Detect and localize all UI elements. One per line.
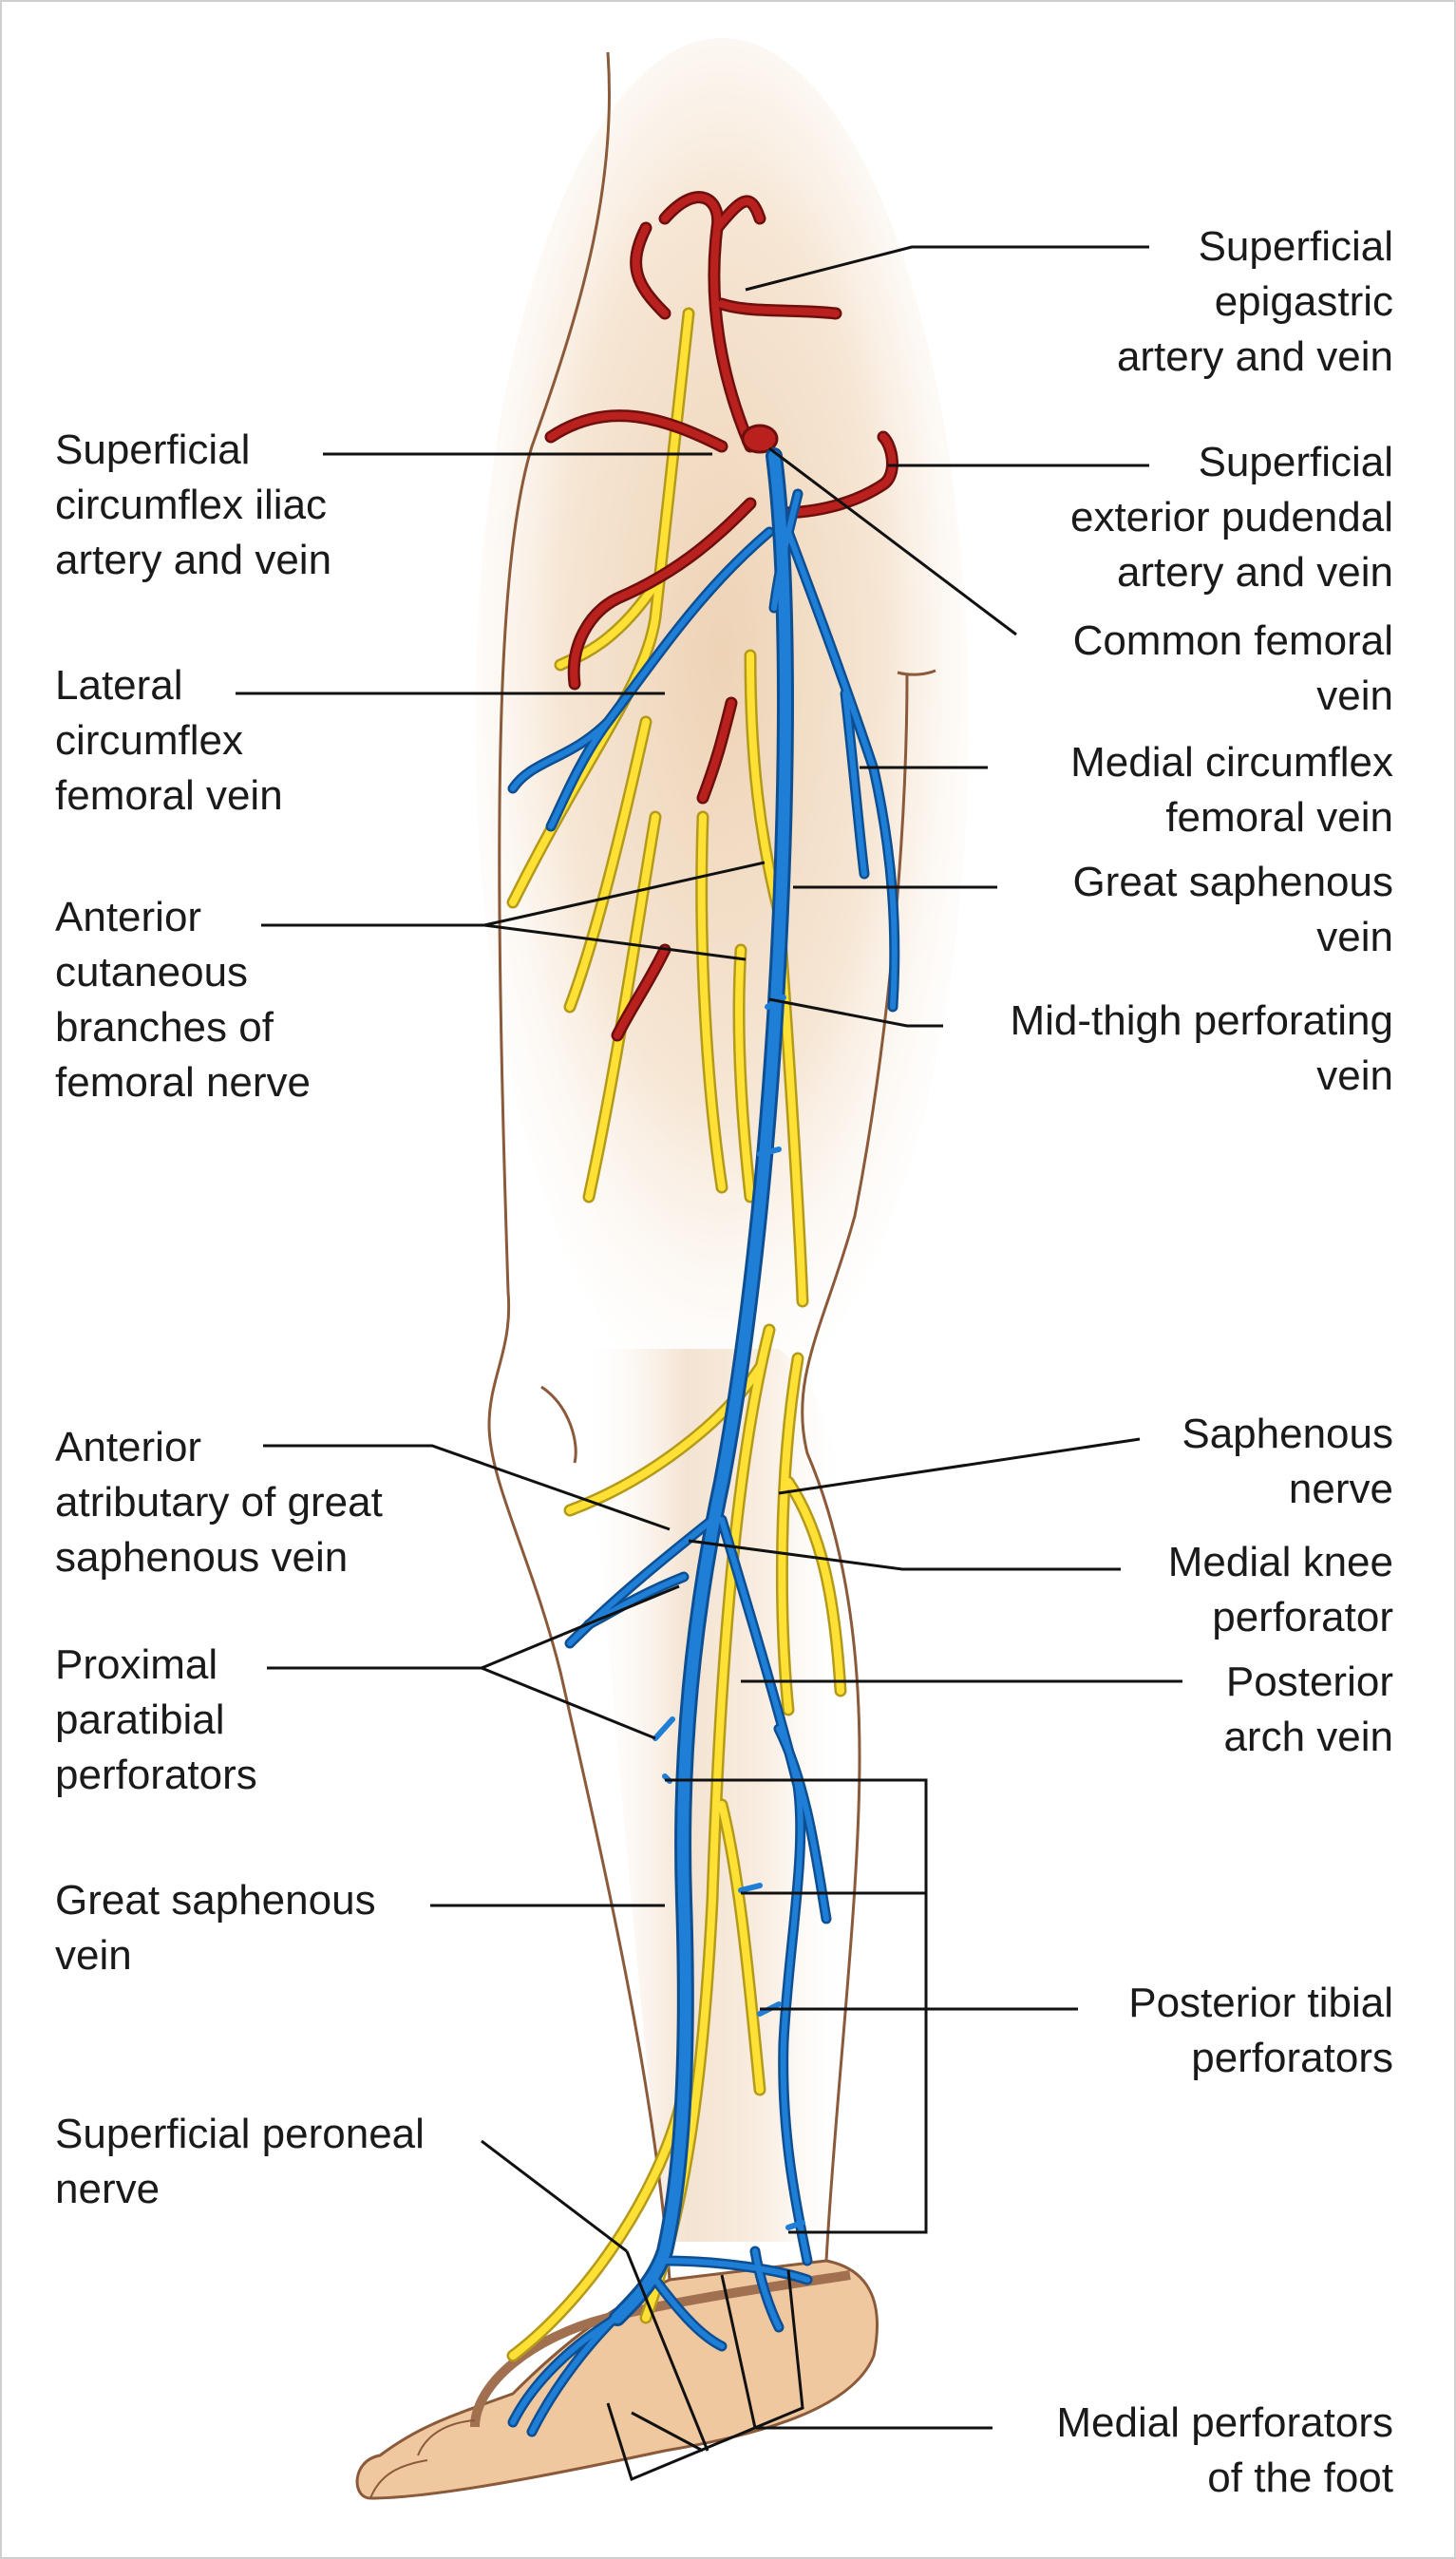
leg-outline bbox=[487, 51, 936, 2281]
label-posterior-tibial-perforators: Posterior tibial perforators bbox=[1128, 1980, 1393, 2081]
leader-superficial-epigastric bbox=[745, 245, 1149, 292]
label-common-femoral-vein: Common femoral vein bbox=[1072, 617, 1393, 719]
leader-anterior-tributary bbox=[263, 1444, 671, 1531]
label-superficial-circumflex-iliac: Superficial circumflex iliac artery and … bbox=[55, 426, 332, 583]
leader-proximal-paratibial bbox=[267, 1584, 680, 1740]
leader-lines bbox=[236, 245, 1182, 2482]
label-medial-knee-perforator: Medial knee perforator bbox=[1167, 1539, 1393, 1640]
label-anterior-cutaneous: Anterior cutaneous branches of femoral n… bbox=[55, 894, 312, 1106]
leader-saphenous-nerve bbox=[778, 1437, 1141, 1495]
label-anterior-tributary: Anterior atributary of great saphenous v… bbox=[55, 1424, 383, 1581]
label-posterior-arch-vein: Posterior arch vein bbox=[1223, 1659, 1393, 1760]
leader-mid-thigh-perforating bbox=[768, 997, 943, 1028]
leader-anterior-cutaneous bbox=[261, 861, 766, 961]
label-superficial-epigastric: Superficial epigastric artery and vein bbox=[1116, 223, 1393, 380]
label-great-saphenous-vein-lower: Great saphenous vein bbox=[55, 1877, 376, 1979]
leader-superficial-peroneal-nerve bbox=[481, 2139, 628, 2253]
label-saphenous-nerve: Saphenous nerve bbox=[1182, 1411, 1393, 1512]
leader-medial-knee-perforator bbox=[688, 1539, 1121, 1571]
leader-medial-perforators-foot bbox=[606, 2250, 993, 2482]
label-medial-circumflex-femoral: Medial circumflex femoral vein bbox=[1070, 739, 1393, 841]
leader-common-femoral-vein bbox=[768, 446, 1017, 636]
label-mid-thigh-perforating: Mid-thigh perforating vein bbox=[1010, 997, 1393, 1099]
leader-posterior-tibial-perforators bbox=[665, 1778, 1078, 2234]
arteries bbox=[544, 191, 898, 1042]
label-medial-perforators-foot: Medial perforators of the foot bbox=[1056, 2399, 1393, 2501]
label-lateral-circumflex-femoral: Lateral circumflex femoral vein bbox=[55, 662, 283, 819]
label-great-saphenous-vein-upper: Great saphenous vein bbox=[1072, 859, 1393, 960]
label-superficial-peroneal-nerve: Superficial peroneal nerve bbox=[55, 2111, 425, 2212]
label-proximal-paratibial: Proximal paratibial perforators bbox=[55, 1641, 257, 1798]
label-superficial-exterior-pudendal: Superficial exterior pudendal artery and… bbox=[1069, 439, 1393, 596]
